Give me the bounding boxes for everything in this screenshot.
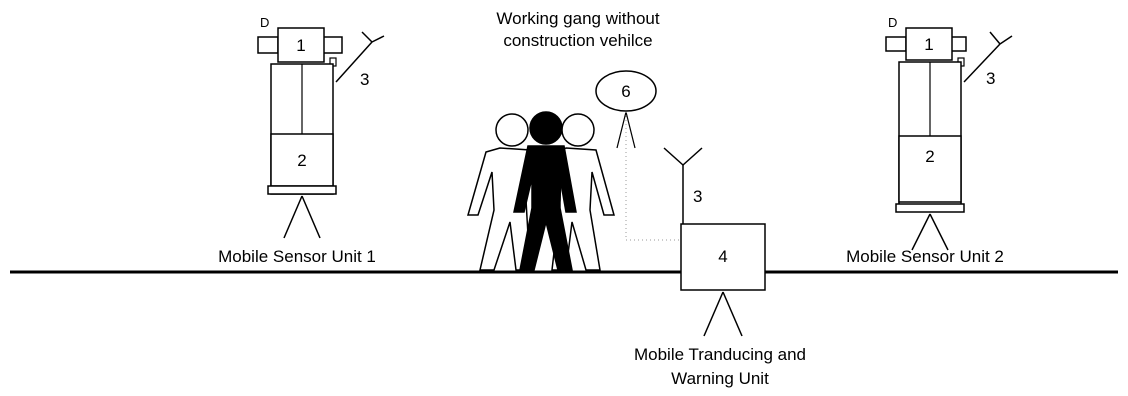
warning-tripod-left — [703, 291, 724, 337]
unit2-top-box-number: 1 — [924, 35, 933, 54]
mobile-sensor-unit-2: D 1 2 3 Mobile Sensor Unit 2 — [846, 15, 1013, 266]
warning-box — [680, 223, 766, 291]
unit2-top-box — [905, 27, 953, 61]
bubble-number: 6 — [621, 82, 630, 101]
warning-antenna-number: 3 — [693, 187, 702, 206]
unit2-tripod-right — [929, 213, 949, 251]
worker-left — [467, 113, 531, 271]
unit1-antenna-arm-left — [361, 31, 373, 43]
warning-antenna-arm-right — [682, 147, 703, 166]
unit1-antenna-mast — [335, 41, 373, 83]
working-gang: Working gang without construction vehilc… — [467, 9, 681, 271]
warning-unit: 3 4 Mobile Tranducing and Warning Unit — [634, 147, 806, 388]
worker-center — [513, 111, 577, 271]
unit1-caption: Mobile Sensor Unit 1 — [218, 247, 376, 266]
unit2-tripod-left — [911, 213, 931, 251]
unit1-right-knob — [321, 36, 343, 54]
mobile-sensor-unit-1: D 1 2 3 Mobile Sensor Unit 1 — [218, 15, 385, 266]
unit1-antenna-arm-right — [371, 35, 385, 43]
unit1-d-label: D — [260, 15, 269, 30]
unit2-d-label: D — [888, 15, 897, 30]
warning-caption-line2: Warning Unit — [671, 369, 769, 388]
gang-label-line1: Working gang without — [496, 9, 659, 28]
warning-box-number: 4 — [718, 247, 727, 266]
unit1-tripod-left — [283, 195, 303, 239]
unit2-bottom-box-number: 2 — [925, 147, 934, 166]
unit1-top-box — [277, 27, 325, 63]
unit1-antenna-number: 3 — [360, 70, 369, 89]
unit2-base — [895, 203, 965, 213]
warning-antenna-arm-left — [663, 147, 684, 166]
gang-label-line2: construction vehilce — [503, 31, 652, 50]
unit2-left-knob — [885, 36, 907, 52]
unit2-bottom-box — [898, 135, 962, 203]
unit2-antenna-mast — [963, 43, 1001, 83]
unit1-bottom-box-number: 2 — [297, 151, 306, 170]
bubble-6: 6 — [595, 70, 657, 240]
warning-caption-line1: Mobile Tranducing and — [634, 345, 806, 364]
unit2-antenna-arm-left — [989, 31, 1001, 45]
warning-tripod-right — [722, 291, 743, 337]
unit1-base — [267, 185, 337, 195]
unit2-antenna-arm-right — [999, 35, 1013, 45]
unit1-tripod-right — [301, 195, 321, 239]
unit1-top-box-number: 1 — [296, 36, 305, 55]
unit1-left-knob — [257, 36, 279, 54]
unit2-caption: Mobile Sensor Unit 2 — [846, 247, 1004, 266]
unit2-antenna-number: 3 — [986, 69, 995, 88]
